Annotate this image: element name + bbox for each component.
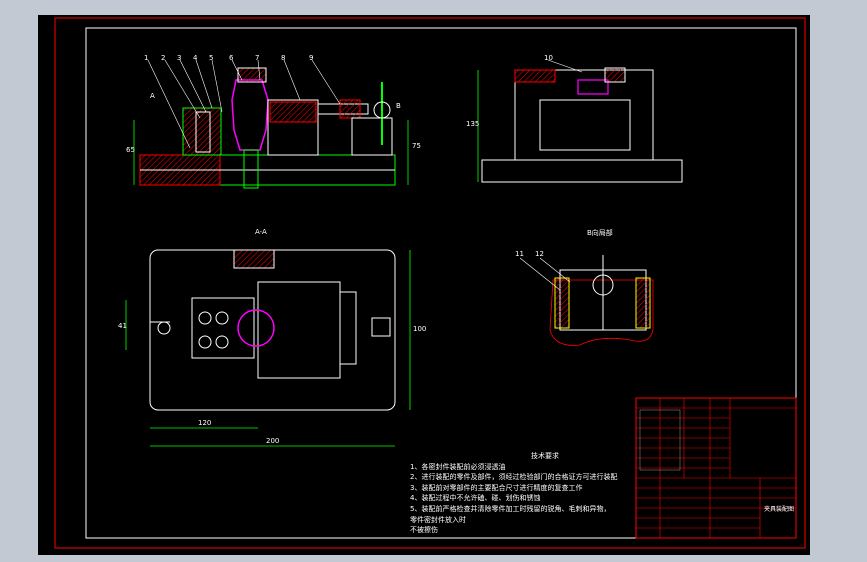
handle-knob	[373, 101, 391, 119]
tech-req-item: 5、装配前严格检查并清除零件加工时残留的锐角、毛刺和异物，	[410, 504, 611, 513]
bottom-bolt	[243, 149, 259, 189]
section-label: A-A	[255, 228, 267, 236]
support-block	[267, 99, 319, 156]
plan-view	[125, 249, 411, 447]
tech-req-item: 不被擦伤	[410, 526, 438, 535]
detail-break-line	[549, 279, 654, 346]
part-number: 2	[161, 54, 166, 62]
dim-side-135: 135	[466, 120, 480, 128]
tech-req-item: 1、各密封件装配前必须浸透油	[410, 462, 506, 471]
plan-screw-head	[371, 317, 391, 337]
title-block	[635, 397, 797, 539]
part-number: 11	[515, 250, 524, 258]
side-inner	[539, 99, 631, 151]
outer-frame	[54, 17, 806, 549]
plan-hole-3	[198, 335, 212, 349]
detail-label: B向局部	[587, 229, 613, 237]
plan-slot-end	[157, 321, 171, 335]
right-bracket	[351, 117, 393, 156]
detail-left-hatch	[554, 277, 570, 329]
dim-plan-200: 200	[266, 437, 280, 445]
tech-req-item: 2、进行装配的零件及部件，须经过检验部门的合格证方可进行装配	[410, 473, 618, 482]
plan-left-block	[191, 297, 255, 359]
detail-right-hatch	[635, 277, 651, 329]
tech-req-item: 3、装配前对零部件的主要配合尺寸进行精度的复查工作	[410, 483, 583, 492]
tech-req-item: 4、装配过程中不允许磕、碰、划伤和锈蚀	[410, 494, 541, 503]
part-number: 4	[193, 54, 198, 62]
part-number: 6	[229, 54, 234, 62]
inner-frame	[85, 27, 797, 539]
plan-hole-2	[215, 311, 229, 325]
part-number: 3	[177, 54, 182, 62]
marker-a: A	[150, 92, 155, 100]
plan-hole-1	[198, 311, 212, 325]
left-pin	[195, 111, 211, 153]
dim-plan-120: 120	[198, 419, 212, 427]
part-number: 9	[309, 54, 314, 62]
workpiece-outline	[231, 79, 269, 151]
screw-nut	[339, 99, 361, 119]
side-workpiece	[577, 79, 609, 95]
part-number: 8	[281, 54, 286, 62]
support-hatch	[269, 101, 317, 123]
detail-leader-1	[519, 257, 561, 291]
leader-lines	[147, 59, 341, 149]
detail-leader-2	[539, 257, 571, 283]
dim-plan-100: 100	[413, 325, 427, 333]
side-leader	[547, 59, 583, 73]
drawing-title: 夹具装配图	[764, 506, 795, 513]
side-clamp	[604, 67, 626, 83]
title-block-grid	[636, 398, 796, 538]
technical-requirements: 技术要求 1、各密封件装配前必须浸透油 2、进行装配的零件及部件，须经过检验部门…	[410, 451, 640, 536]
tech-req-item: 零件密封件放入时	[410, 515, 466, 524]
side-view	[477, 59, 683, 183]
part-number: 12	[535, 250, 544, 258]
side-body	[514, 69, 654, 161]
detail-view	[519, 255, 654, 346]
drawing-sheet	[38, 15, 810, 555]
title-block-text-area	[639, 409, 681, 471]
plan-right-block	[339, 291, 357, 365]
front-section-view	[133, 59, 409, 189]
part-number: 5	[209, 54, 214, 62]
plan-hole-4	[215, 335, 229, 349]
dim-front-65: 65	[126, 146, 135, 154]
dim-plan-41: 41	[118, 322, 127, 330]
side-top-hatch	[514, 69, 556, 83]
part-number: 10	[544, 54, 553, 62]
plan-top-hatch	[233, 249, 275, 269]
part-number: 1	[144, 54, 149, 62]
part-number: 7	[255, 54, 260, 62]
plan-workpiece	[237, 309, 275, 347]
dim-front-75: 75	[412, 142, 421, 150]
marker-b: B	[396, 102, 401, 110]
left-block	[182, 107, 222, 156]
tech-req-title: 技术要求	[531, 452, 559, 460]
